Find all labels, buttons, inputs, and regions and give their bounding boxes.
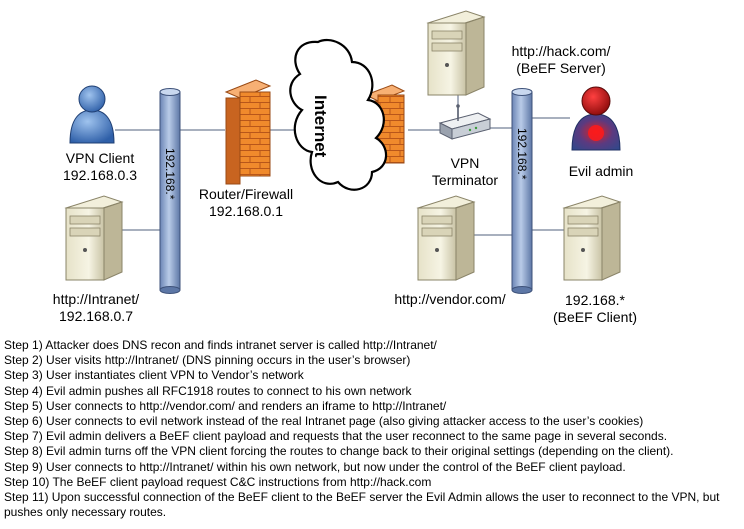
step-2: Step 2) User visits http://Intranet/ (DN… [4, 353, 411, 368]
vpn-terminator-line1: VPN [450, 155, 480, 171]
vendor-label: http://vendor.com/ [380, 291, 520, 308]
evil-admin-label: Evil admin [556, 163, 646, 180]
beef-client-role: (BeEF Client) [552, 309, 638, 325]
step-10: Step 10) The BeEF client payload request… [4, 474, 432, 489]
vpn-terminator-icon [438, 104, 492, 140]
network-label-left: 192.168.* [163, 148, 177, 200]
intranet-url: http://Intranet/ [52, 291, 140, 307]
evil-admin-icon [571, 86, 621, 151]
network-pipe-right [511, 88, 533, 294]
hack-server-label: http://hack.com/ (BeEF Server) [494, 43, 628, 77]
vpn-client-ip: 192.168.0.3 [63, 167, 137, 183]
step-8: Step 8) Evil admin turns off the VPN cli… [4, 444, 674, 459]
hack-role: (BeEF Server) [516, 60, 606, 76]
step-6: Step 6) User connects to evil network in… [4, 414, 644, 429]
vpn-terminator-line2: Terminator [431, 172, 499, 188]
network-pipe-left [159, 88, 181, 294]
step-1: Step 1) Attacker does DNS recon and find… [4, 338, 437, 352]
vendor-server-icon [416, 195, 476, 281]
step-7: Step 7) Evil admin delivers a BeEF clien… [4, 429, 668, 444]
hack-url: http://hack.com/ [511, 43, 611, 59]
beef-client-label: 192.168.* (BeEF Client) [540, 292, 650, 326]
internet-label: Internet [311, 95, 330, 158]
router-firewall-icon [224, 79, 272, 185]
evil-admin-name: Evil admin [568, 163, 634, 179]
vpn-client-name: VPN Client [65, 150, 135, 166]
vpn-client-label: VPN Client 192.168.0.3 [50, 150, 150, 184]
intranet-label: http://Intranet/ 192.168.0.7 [36, 291, 156, 325]
vpn-terminator-label: VPN Terminator [420, 155, 510, 189]
intranet-server-icon [64, 195, 124, 281]
step-5: Step 5) User connects to http://vendor.c… [4, 398, 447, 413]
user-icon [69, 85, 115, 144]
beef-client-ip: 192.168.* [565, 292, 625, 308]
router-label: Router/Firewall 192.168.0.1 [186, 186, 306, 220]
intranet-ip: 192.168.0.7 [59, 308, 133, 324]
network-diagram: Internet 192.168.* 192.168.* VPN Client … [36, 10, 650, 326]
vendor-url: http://vendor.com/ [394, 291, 506, 307]
beef-server-icon [426, 10, 486, 96]
internet-cloud-icon [289, 38, 388, 191]
steps-list: Step 1) Attacker does DNS recon and find… [4, 338, 744, 520]
beef-client-server-icon [562, 195, 622, 281]
step-9: Step 9) User connects to http://Intranet… [4, 459, 626, 474]
diagram-canvas: Internet 192.168.* 192.168.* [64, 10, 622, 294]
network-label-right: 192.168.* [515, 128, 529, 180]
step-4: Step 4) Evil admin pushes all RFC1918 ro… [4, 383, 412, 398]
router-name: Router/Firewall [198, 186, 294, 202]
step-3: Step 3) User instantiates client VPN to … [4, 368, 304, 383]
router-ip: 192.168.0.1 [209, 203, 283, 219]
step-11: Step 11) Upon successful connection of t… [4, 490, 720, 520]
